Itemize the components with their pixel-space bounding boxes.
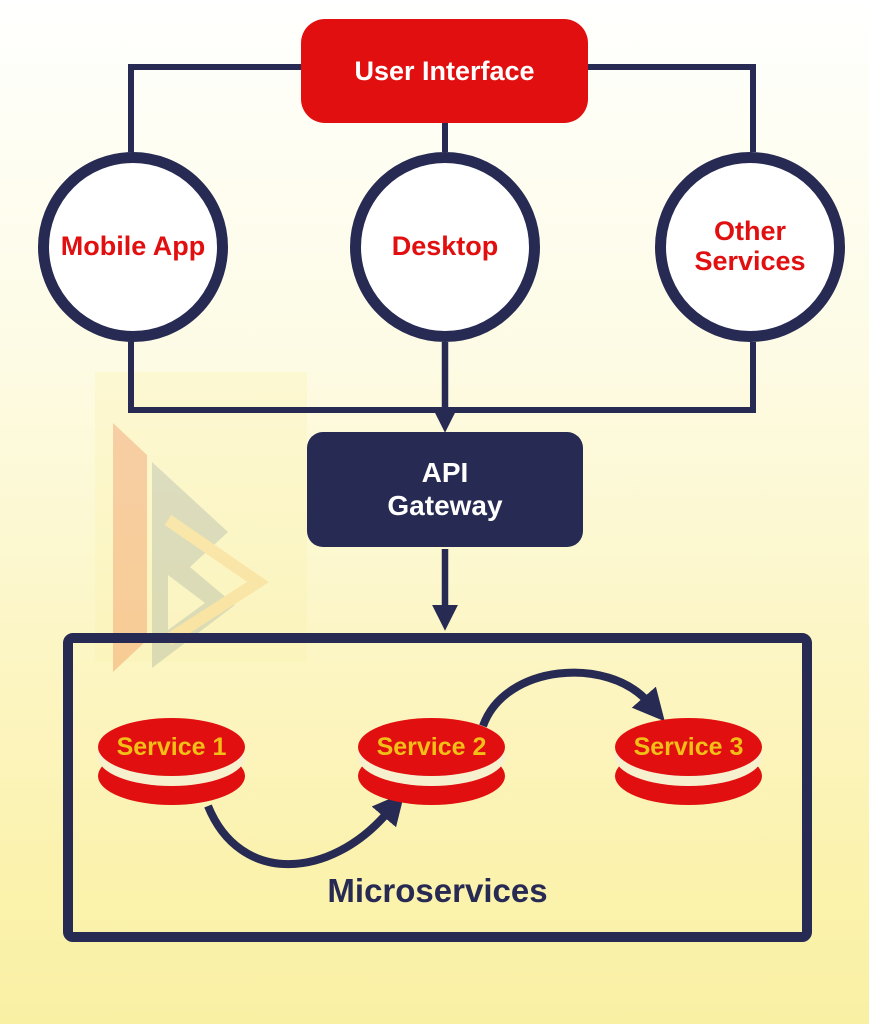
- connector-ui-to-other: [588, 64, 756, 152]
- cylinder-top: [358, 718, 505, 776]
- api-gateway-label-line2: Gateway: [387, 489, 503, 521]
- desktop-label: Desktop: [391, 231, 499, 262]
- service-3-label: Service 3: [633, 732, 744, 761]
- other-services-label: Other Services: [694, 216, 806, 276]
- watermark-logo: [95, 372, 307, 672]
- service-3-node: Service 3: [615, 718, 762, 805]
- user-interface-node: User Interface: [301, 19, 588, 123]
- service-1-label: Service 1: [116, 732, 227, 761]
- cylinder-top: [615, 718, 762, 776]
- service-1-node: Service 1: [98, 718, 245, 805]
- service-2-node: Service 2: [358, 718, 505, 805]
- service-2-label: Service 2: [376, 732, 487, 761]
- other-services-node: Other Services: [655, 152, 845, 342]
- api-gateway-label-line1: API: [421, 457, 469, 489]
- mobile-app-label: Mobile App: [60, 231, 206, 262]
- user-interface-label: User Interface: [354, 55, 535, 86]
- desktop-node: Desktop: [350, 152, 540, 342]
- mobile-app-node: Mobile App: [38, 152, 228, 342]
- microservices-caption: Microservices: [327, 872, 548, 909]
- microservices-container: [63, 633, 812, 942]
- api-gateway-node: API Gateway: [307, 432, 583, 547]
- connector-ui-to-mobile: [128, 64, 301, 152]
- arrow-service2-to-service3-icon: [479, 668, 665, 728]
- arrow-service1-to-service2-icon: [204, 792, 405, 868]
- cylinder-top: [98, 718, 245, 776]
